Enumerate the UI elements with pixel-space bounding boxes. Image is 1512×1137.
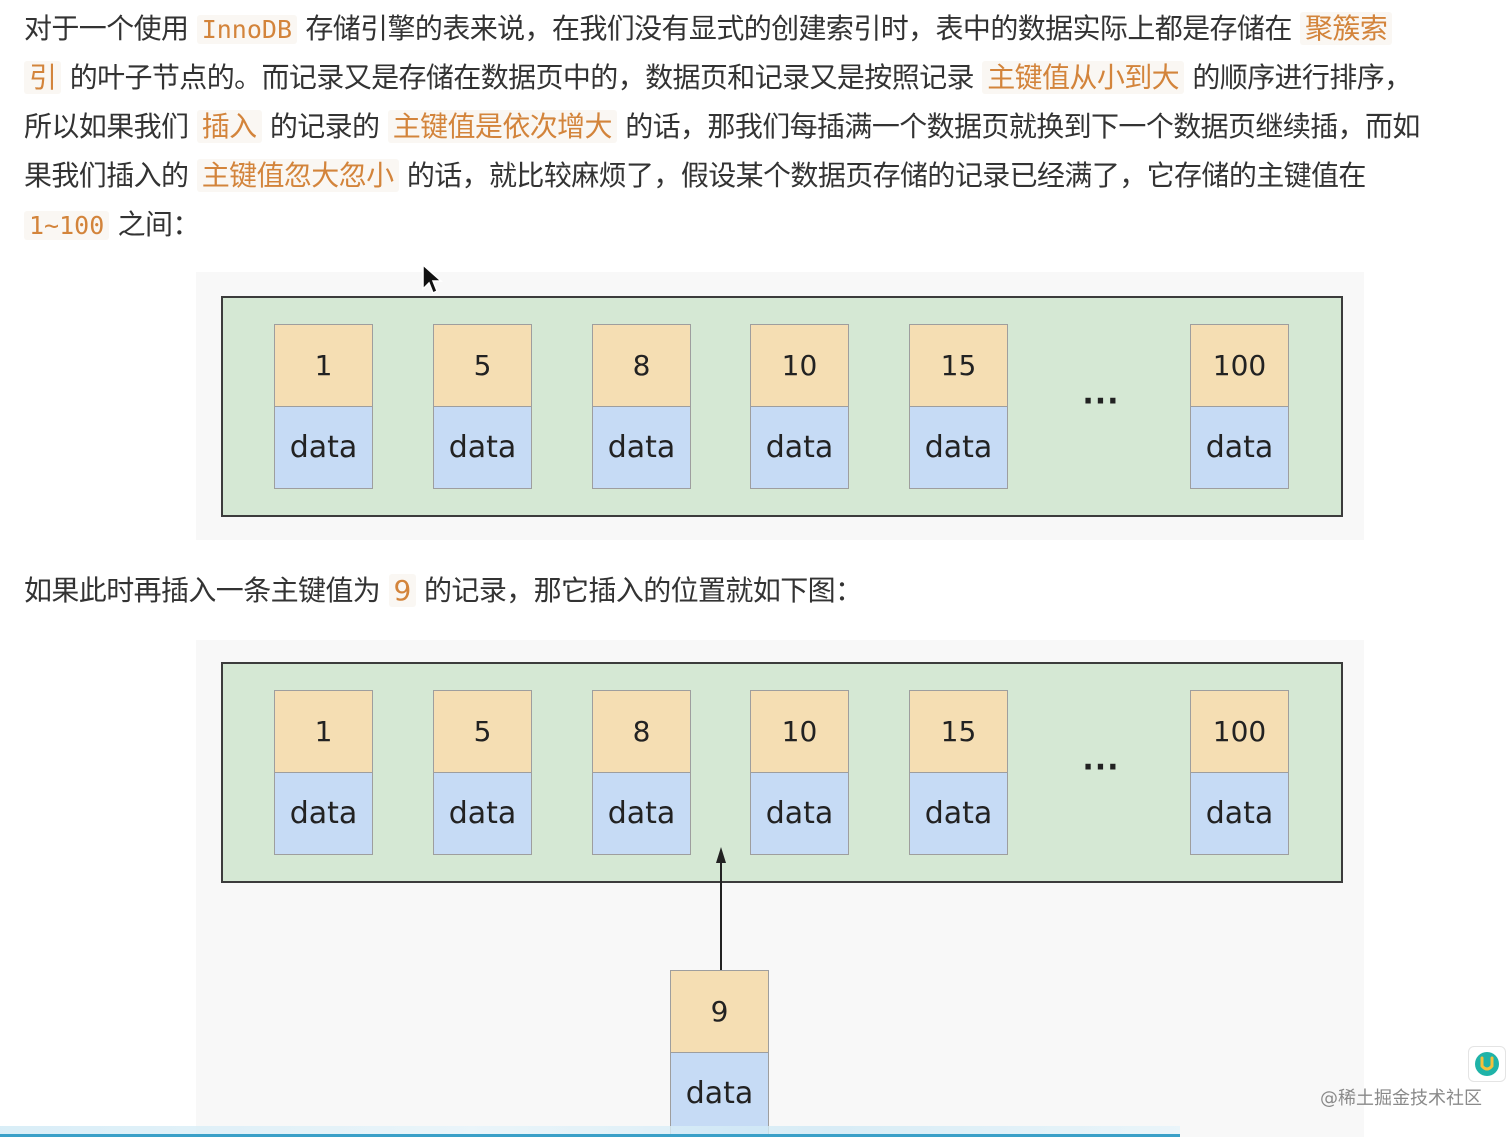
- text: 果我们插入的: [24, 159, 197, 192]
- record-data: data: [592, 406, 691, 489]
- record-5: 5 data: [433, 690, 532, 855]
- highlight-key-random: 主键值忽大忽小: [196, 159, 399, 192]
- text: 所以如果我们: [24, 110, 197, 143]
- record-8: 8 data: [592, 690, 691, 855]
- paragraph-line: 引 的叶子节点的。而记录又是存储在数据页中的，数据页和记录又是按照记录 主键值从…: [24, 53, 1512, 102]
- record-1: 1 data: [274, 690, 373, 855]
- record-100: 100 data: [1190, 324, 1289, 489]
- highlight-insert: 插入: [196, 110, 262, 143]
- record-data: data: [592, 772, 691, 855]
- text: 如果此时再插入一条主键值为: [24, 574, 389, 607]
- record-data: data: [1190, 406, 1289, 489]
- text: 之间：: [109, 208, 201, 241]
- record-data: data: [1190, 772, 1289, 855]
- figure-insert-9: 1 data 5 data 8 data 10 data 15 data ···…: [196, 640, 1364, 1137]
- highlight-key-increasing: 主键值是依次增大: [387, 110, 617, 143]
- paragraph-line: 果我们插入的 主键值忽大忽小 的话，就比较麻烦了，假设某个数据页存储的记录已经满…: [24, 151, 1512, 200]
- text: 存储引擎的表来说，在我们没有显式的创建索引时，表中的数据实际上都是存储在: [297, 12, 1301, 45]
- juejin-logo-badge[interactable]: [1468, 1046, 1506, 1082]
- record-data: data: [909, 772, 1008, 855]
- record-key: 8: [592, 324, 691, 407]
- record-15: 15 data: [909, 324, 1008, 489]
- record-key: 8: [592, 690, 691, 773]
- highlight-key-9: 9: [388, 574, 416, 607]
- figure-full-page: 1 data 5 data 8 data 10 data 15 data ···…: [196, 272, 1364, 540]
- text: 的记录的: [261, 110, 388, 143]
- record-key: 5: [433, 324, 532, 407]
- record-key: 100: [1190, 324, 1289, 407]
- record-data: data: [750, 406, 849, 489]
- record-key: 100: [1190, 690, 1289, 773]
- record-1: 1 data: [274, 324, 373, 489]
- record-15: 15 data: [909, 690, 1008, 855]
- text: 的话，就比较麻烦了，假设某个数据页存储的记录已经满了，它存储的主键值在: [398, 159, 1367, 192]
- record-key: 10: [750, 690, 849, 773]
- record-data: data: [274, 406, 373, 489]
- intro-paragraph: 对于一个使用 InnoDB 存储引擎的表来说，在我们没有显式的创建索引时，表中的…: [24, 4, 1512, 249]
- record-10: 10 data: [750, 690, 849, 855]
- text: 的话，那我们每插满一个数据页就换到下一个数据页继续插，而如: [616, 110, 1420, 143]
- video-progress-strip: [0, 1126, 1180, 1137]
- record-key: 15: [909, 324, 1008, 407]
- mouse-cursor-icon: [422, 263, 443, 295]
- record-10: 10 data: [750, 324, 849, 489]
- record-data: data: [670, 1052, 769, 1135]
- video-progress-bar[interactable]: [0, 1134, 1180, 1137]
- new-record-9: 9 data: [670, 970, 769, 1135]
- record-100: 100 data: [1190, 690, 1289, 855]
- record-data: data: [750, 772, 849, 855]
- paragraph-line: 1~100 之间：: [24, 200, 1512, 249]
- record-5: 5 data: [433, 324, 532, 489]
- record-key: 9: [670, 970, 769, 1053]
- record-data: data: [274, 772, 373, 855]
- data-page: 1 data 5 data 8 data 10 data 15 data ···…: [221, 296, 1343, 517]
- ellipsis: ···: [1082, 384, 1120, 419]
- watermark: @稀土掘金技术社区: [1320, 1088, 1482, 1109]
- highlight-clustered-index-cont: 引: [24, 61, 62, 94]
- paragraph-line: 对于一个使用 InnoDB 存储引擎的表来说，在我们没有显式的创建索引时，表中的…: [24, 4, 1512, 53]
- insert-arrow-icon: [716, 847, 726, 973]
- insert-paragraph: 如果此时再插入一条主键值为 9 的记录，那它插入的位置就如下图：: [24, 566, 1512, 615]
- record-key: 10: [750, 324, 849, 407]
- highlight-clustered-index: 聚簇索: [1300, 12, 1393, 45]
- inline-code-range: 1~100: [24, 211, 110, 240]
- record-key: 1: [274, 324, 373, 407]
- text: 的记录，那它插入的位置就如下图：: [415, 574, 863, 607]
- inline-code-innodb: InnoDB: [196, 15, 298, 44]
- record-data: data: [433, 772, 532, 855]
- record-data: data: [433, 406, 532, 489]
- paragraph-line: 所以如果我们 插入 的记录的 主键值是依次增大 的话，那我们每插满一个数据页就换…: [24, 102, 1512, 151]
- text: 的叶子节点的。而记录又是存储在数据页中的，数据页和记录又是按照记录: [61, 61, 983, 94]
- highlight-key-ascending: 主键值从小到大: [982, 61, 1185, 94]
- ellipsis: ···: [1082, 750, 1120, 785]
- record-data: data: [909, 406, 1008, 489]
- data-page: 1 data 5 data 8 data 10 data 15 data ···…: [221, 662, 1343, 883]
- record-key: 1: [274, 690, 373, 773]
- text: 对于一个使用: [24, 12, 197, 45]
- record-8: 8 data: [592, 324, 691, 489]
- paragraph-line: 如果此时再插入一条主键值为 9 的记录，那它插入的位置就如下图：: [24, 566, 1512, 615]
- record-key: 5: [433, 690, 532, 773]
- record-key: 15: [909, 690, 1008, 773]
- text: 的顺序进行排序，: [1184, 61, 1412, 94]
- juejin-logo-icon: [1475, 1052, 1499, 1076]
